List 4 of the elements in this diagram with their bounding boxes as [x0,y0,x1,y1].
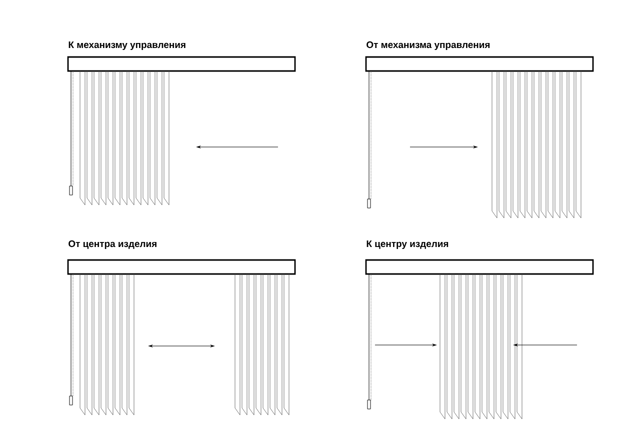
panel-title: От механизма управления [366,41,490,50]
panel-title: От центра изделия [68,240,156,249]
panel-title: К механизму управления [68,41,186,50]
panel-title: К центру изделия [366,240,448,249]
